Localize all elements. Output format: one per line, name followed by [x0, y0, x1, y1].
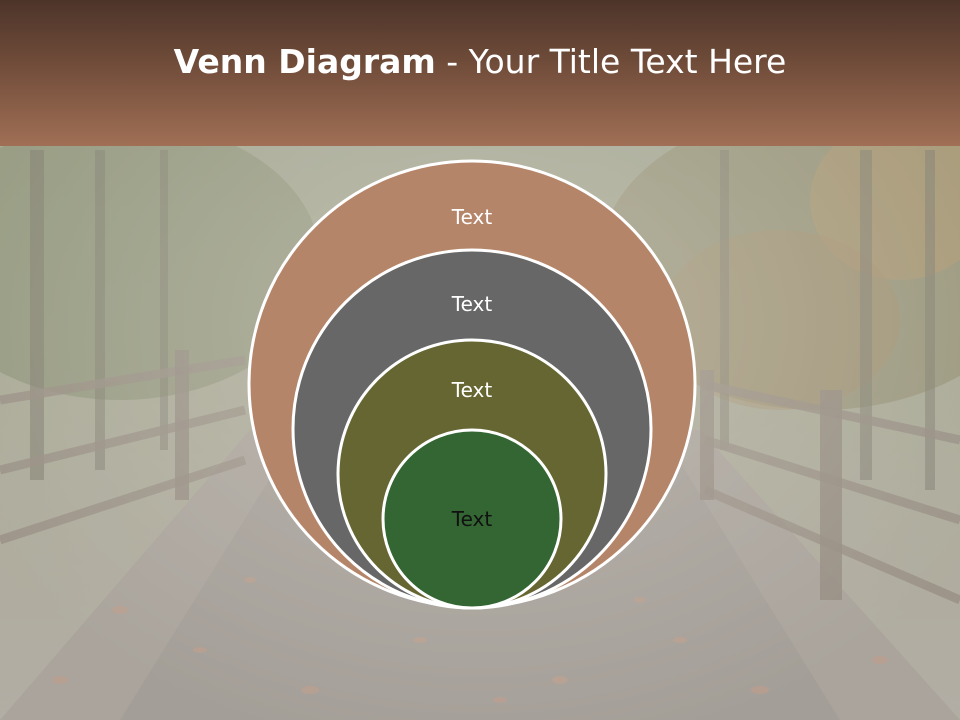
title-rest: - Your Title Text Here: [435, 42, 787, 81]
title-bold: Venn Diagram: [173, 42, 436, 81]
inner-circle[interactable]: [381, 428, 563, 610]
third-circle-label: Text: [451, 378, 493, 402]
slide-title: Venn Diagram - Your Title Text Here: [0, 40, 960, 84]
title-band: [0, 0, 960, 146]
second-circle-label: Text: [451, 292, 493, 316]
outer-circle-label: Text: [451, 205, 493, 229]
inner-circle-label: Text: [451, 507, 493, 531]
